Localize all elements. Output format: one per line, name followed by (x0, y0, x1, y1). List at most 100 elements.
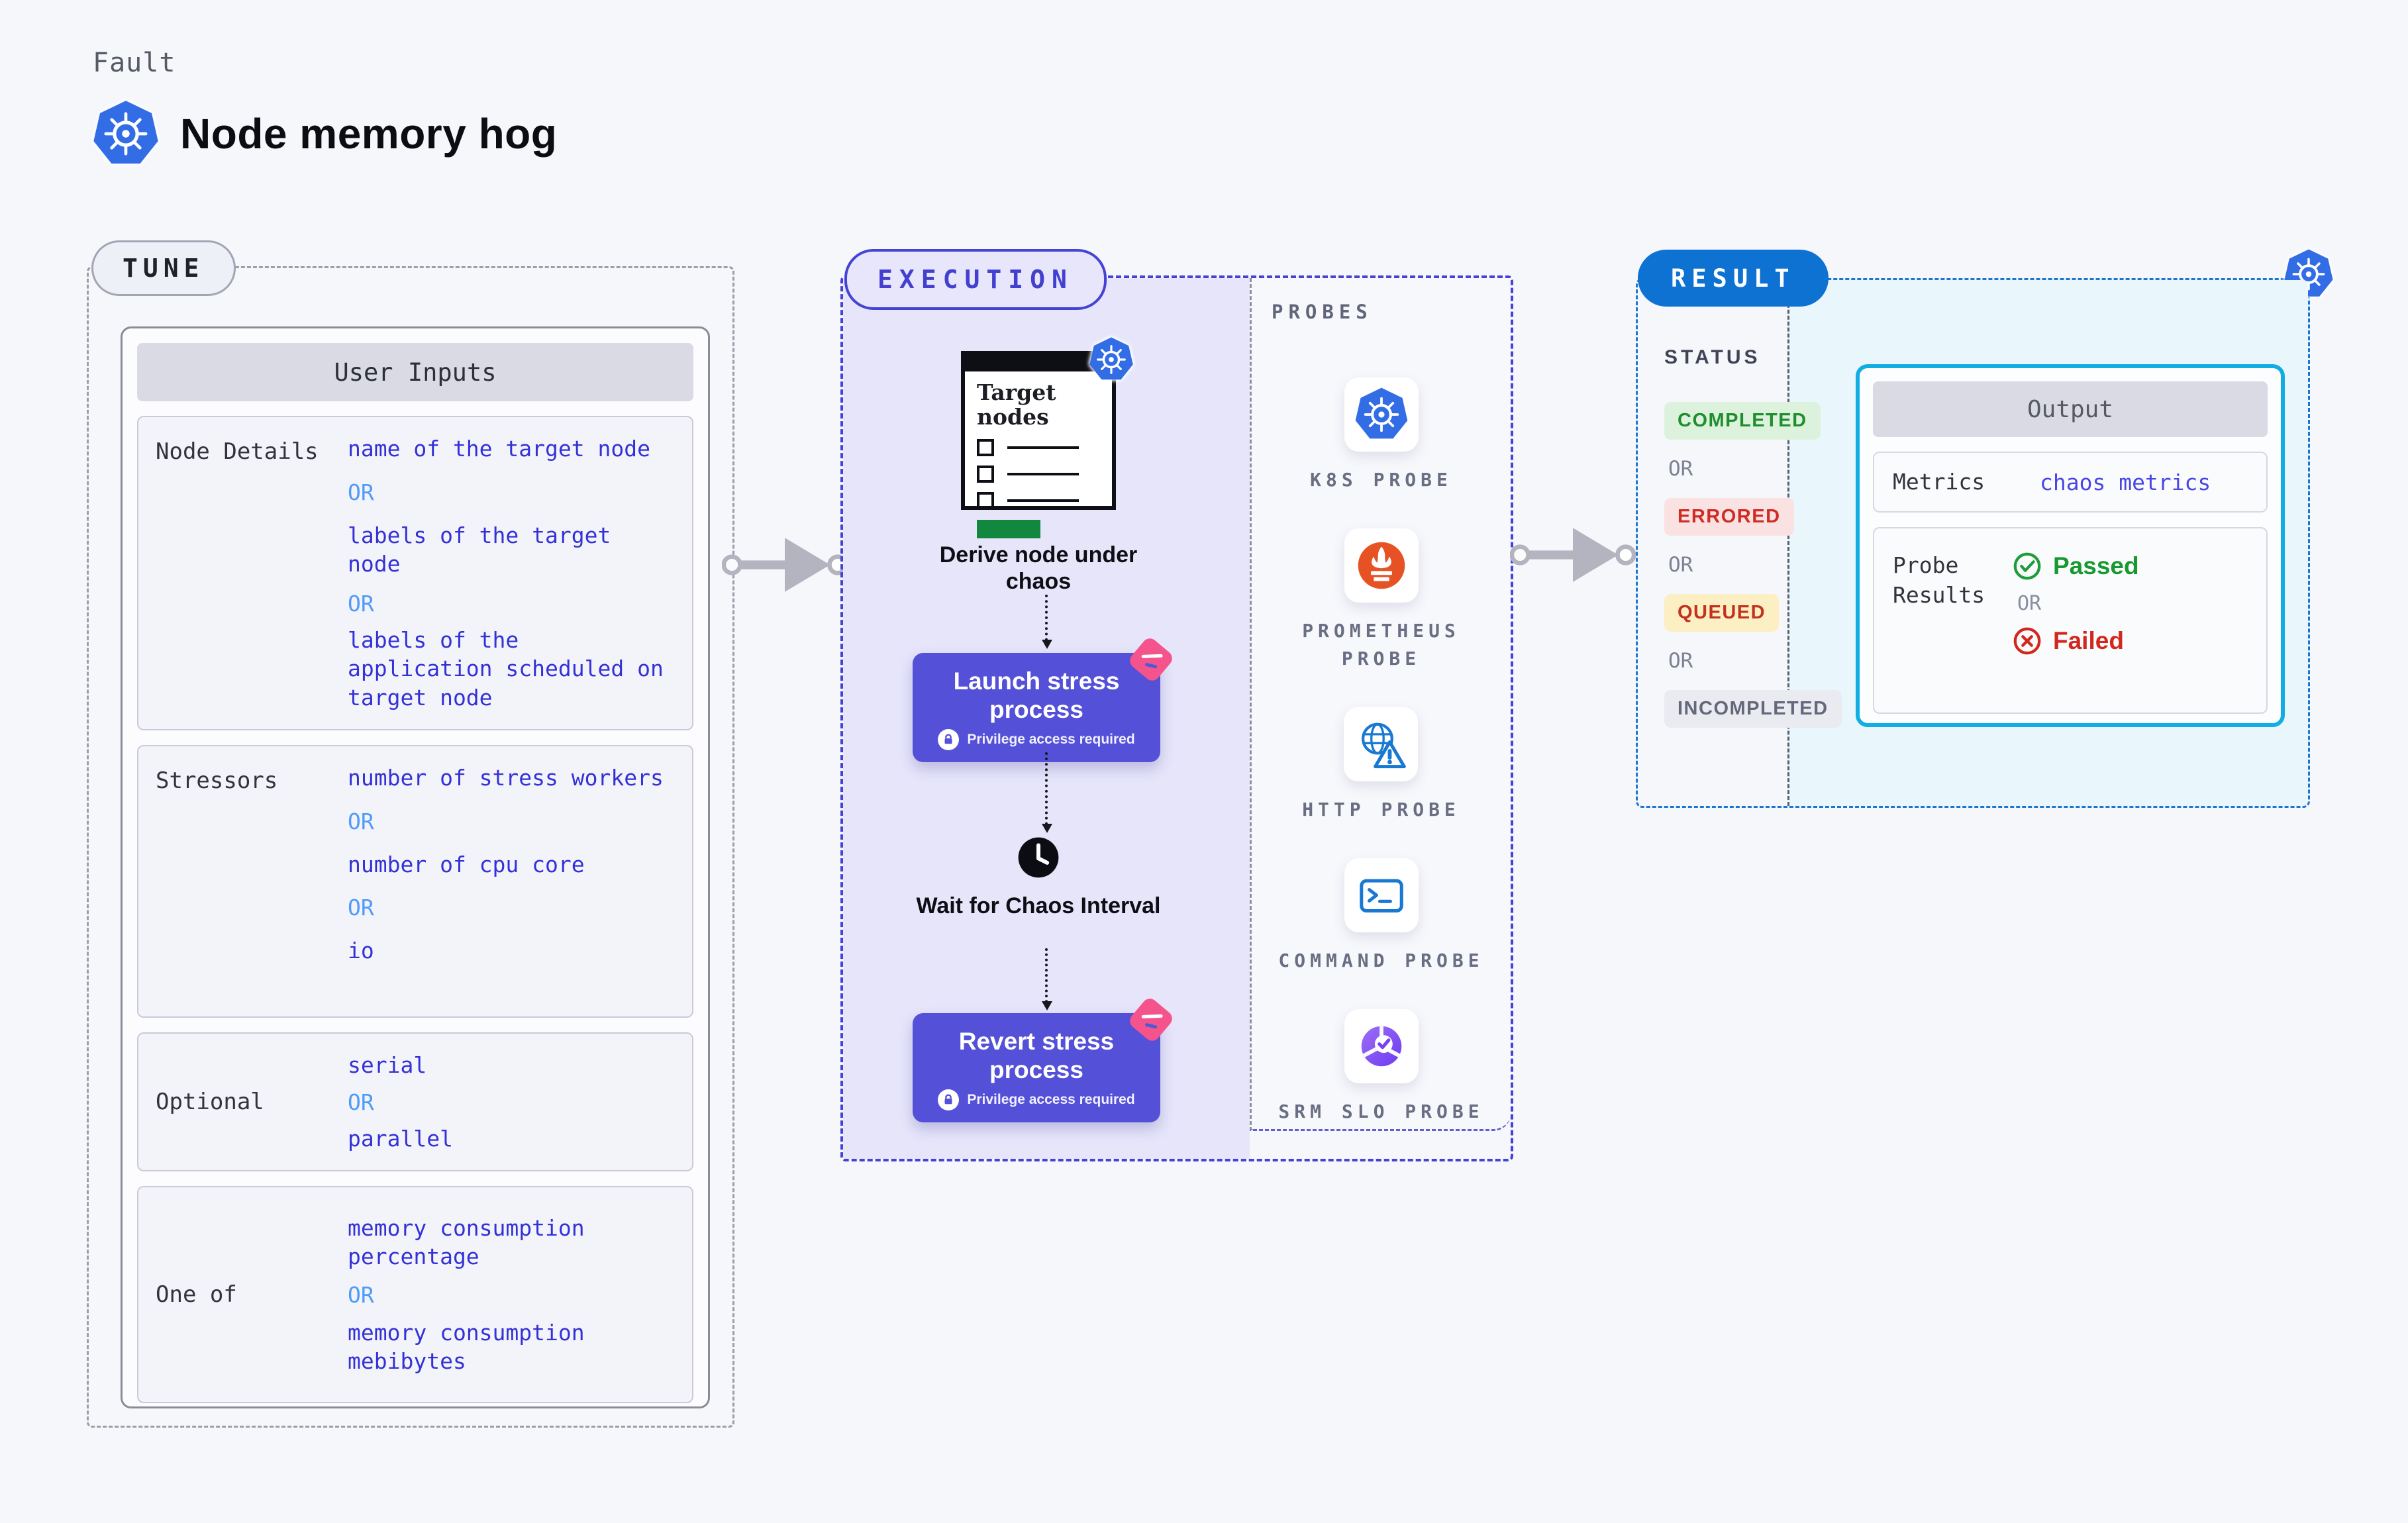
flow-connector-arrow (1042, 752, 1052, 833)
or-separator: OR (348, 479, 374, 505)
lock-icon (938, 729, 960, 751)
or-separator: OR (348, 1281, 374, 1308)
row-label: Optional (156, 1089, 264, 1116)
probe-name: COMMAND PROBE (1278, 950, 1484, 971)
input-value: labels of the target node (348, 522, 611, 577)
metrics-row: Metrics chaos metrics (1873, 452, 2268, 513)
metrics-label: Metrics (1893, 468, 1985, 495)
or-separator: OR (1668, 457, 1693, 481)
probe-card (1344, 707, 1419, 781)
metrics-value: chaos metrics (2040, 469, 2211, 495)
privilege-note: Privilege access required (967, 1092, 1135, 1108)
row-label: One of (156, 1281, 237, 1308)
or-separator: OR (2017, 592, 2042, 615)
revert-stress-process-step: Revert stress process Privilege access r… (913, 995, 1176, 1123)
input-value: serial (348, 1052, 427, 1079)
or-separator: OR (348, 1089, 374, 1115)
input-value: number of cpu core (348, 851, 585, 877)
output-header: Output (1873, 381, 2268, 437)
http-globe-warning-icon (1353, 716, 1409, 772)
node-checkbox-row (977, 491, 1100, 509)
step-title: Revert stress process (958, 1028, 1115, 1083)
tune-row-stressors: Stressors number of stress workers OR nu… (137, 745, 693, 1018)
node-checkbox-row (977, 465, 1100, 483)
execution-flow: Target nodes Derive node under chaos Lau… (843, 278, 1250, 1159)
status-badge-incompleted: INCOMPLETED (1664, 690, 1842, 728)
probe-card (1344, 858, 1419, 932)
or-separator: OR (348, 895, 374, 921)
probe-results-row: Probe Results Passed OR Failed (1873, 527, 2268, 714)
probe-prometheus: PROMETHEUS PROBE (1272, 528, 1491, 673)
probe-name: HTTP PROBE (1302, 799, 1460, 820)
progress-bar (977, 519, 1040, 538)
probes-label: PROBES (1272, 301, 1373, 323)
row-label: Node Details (156, 438, 319, 465)
page-header: Node memory hog (91, 99, 557, 168)
or-separator: OR (348, 590, 374, 616)
status-column: STATUS COMPLETED OR ERRORED OR QUEUED OR… (1638, 280, 1842, 806)
line (1007, 446, 1079, 449)
checkbox-icon (977, 491, 994, 509)
user-inputs-card: User Inputs Node Details name of the tar… (121, 326, 710, 1408)
input-value: parallel (348, 1125, 453, 1152)
flow-connector-arrow (1042, 595, 1052, 649)
execution-badge: EXECUTION (844, 249, 1107, 310)
lock-icon (938, 1089, 960, 1111)
probe-card (1344, 377, 1419, 452)
or-separator: OR (1668, 649, 1693, 673)
kubernetes-icon (1088, 336, 1134, 383)
wait-interval-caption: Wait for Chaos Interval (916, 893, 1161, 918)
probe-name: PROMETHEUS PROBE (1302, 620, 1460, 669)
input-value: memory consumption mebibytes (348, 1319, 585, 1375)
input-value: name of the target node (348, 436, 650, 462)
status-label: STATUS (1664, 346, 1761, 368)
derive-node-caption: Derive node under chaos (939, 542, 1138, 595)
probe-card (1344, 1009, 1419, 1083)
checkbox-icon (977, 465, 994, 483)
launch-stress-process-step: Launch stress process Privilege access r… (913, 635, 1176, 763)
status-badge-completed: COMPLETED (1664, 402, 1821, 440)
fault-kicker: Fault (93, 48, 176, 78)
tune-row-one-of: One of memory consumption percentage OR … (137, 1186, 693, 1404)
tune-row-node-details: Node Details name of the target node OR … (137, 416, 693, 731)
tune-row-optional: Optional serial OR parallel (137, 1032, 693, 1172)
output-box: Output Metrics chaos metrics Probe Resul… (1856, 364, 2285, 727)
tune-badge: TUNE (91, 240, 236, 296)
row-label: Stressors (156, 767, 278, 795)
arrow-tune-to-execution (722, 528, 848, 601)
user-inputs-header: User Inputs (137, 343, 693, 401)
input-value: memory consumption percentage (348, 1214, 585, 1270)
node-checkbox-row (977, 438, 1100, 456)
target-nodes-card: Target nodes (961, 351, 1116, 538)
check-circle-icon (2012, 551, 2042, 581)
probe-results-label: Probe Results (1893, 552, 1985, 608)
status-badge-errored: ERRORED (1664, 498, 1794, 536)
probe-command: COMMAND PROBE (1278, 858, 1483, 975)
page-title: Node memory hog (180, 110, 558, 158)
probe-k8s: K8S PROBE (1310, 377, 1452, 494)
result-section: RESULT Output Metrics chaos metrics Prob… (1636, 278, 2310, 808)
input-value: number of stress workers (348, 765, 664, 791)
failed-line: Failed (2012, 626, 2139, 656)
result-output-area: Output Metrics chaos metrics Probe Resul… (1787, 280, 2308, 806)
probe-name: SRM SLO PROBE (1278, 1101, 1484, 1122)
failed-label: Failed (2053, 627, 2124, 654)
arrow-execution-to-result (1510, 518, 1636, 591)
checkbox-icon (977, 438, 994, 456)
or-separator: OR (1668, 553, 1693, 577)
target-nodes-title: Target nodes (977, 379, 1056, 430)
probes-column: PROBES K8S PROBE PROMETHEUS PROBE HTTP P… (1250, 278, 1511, 1131)
window-title-bar (964, 354, 1113, 371)
line (1007, 472, 1079, 475)
flow-connector-arrow (1042, 948, 1052, 1010)
passed-line: Passed (2012, 551, 2139, 581)
step-title: Launch stress process (953, 667, 1120, 723)
probe-srm-slo: SRM SLO PROBE (1278, 1009, 1483, 1126)
status-badge-queued: QUEUED (1664, 594, 1780, 632)
input-value: labels of the application scheduled on t… (348, 626, 664, 711)
input-value: io (348, 938, 374, 964)
line (1007, 499, 1079, 502)
execution-section: EXECUTION Target nodes Derive node under… (840, 249, 1513, 1161)
clock-icon (1017, 836, 1060, 879)
